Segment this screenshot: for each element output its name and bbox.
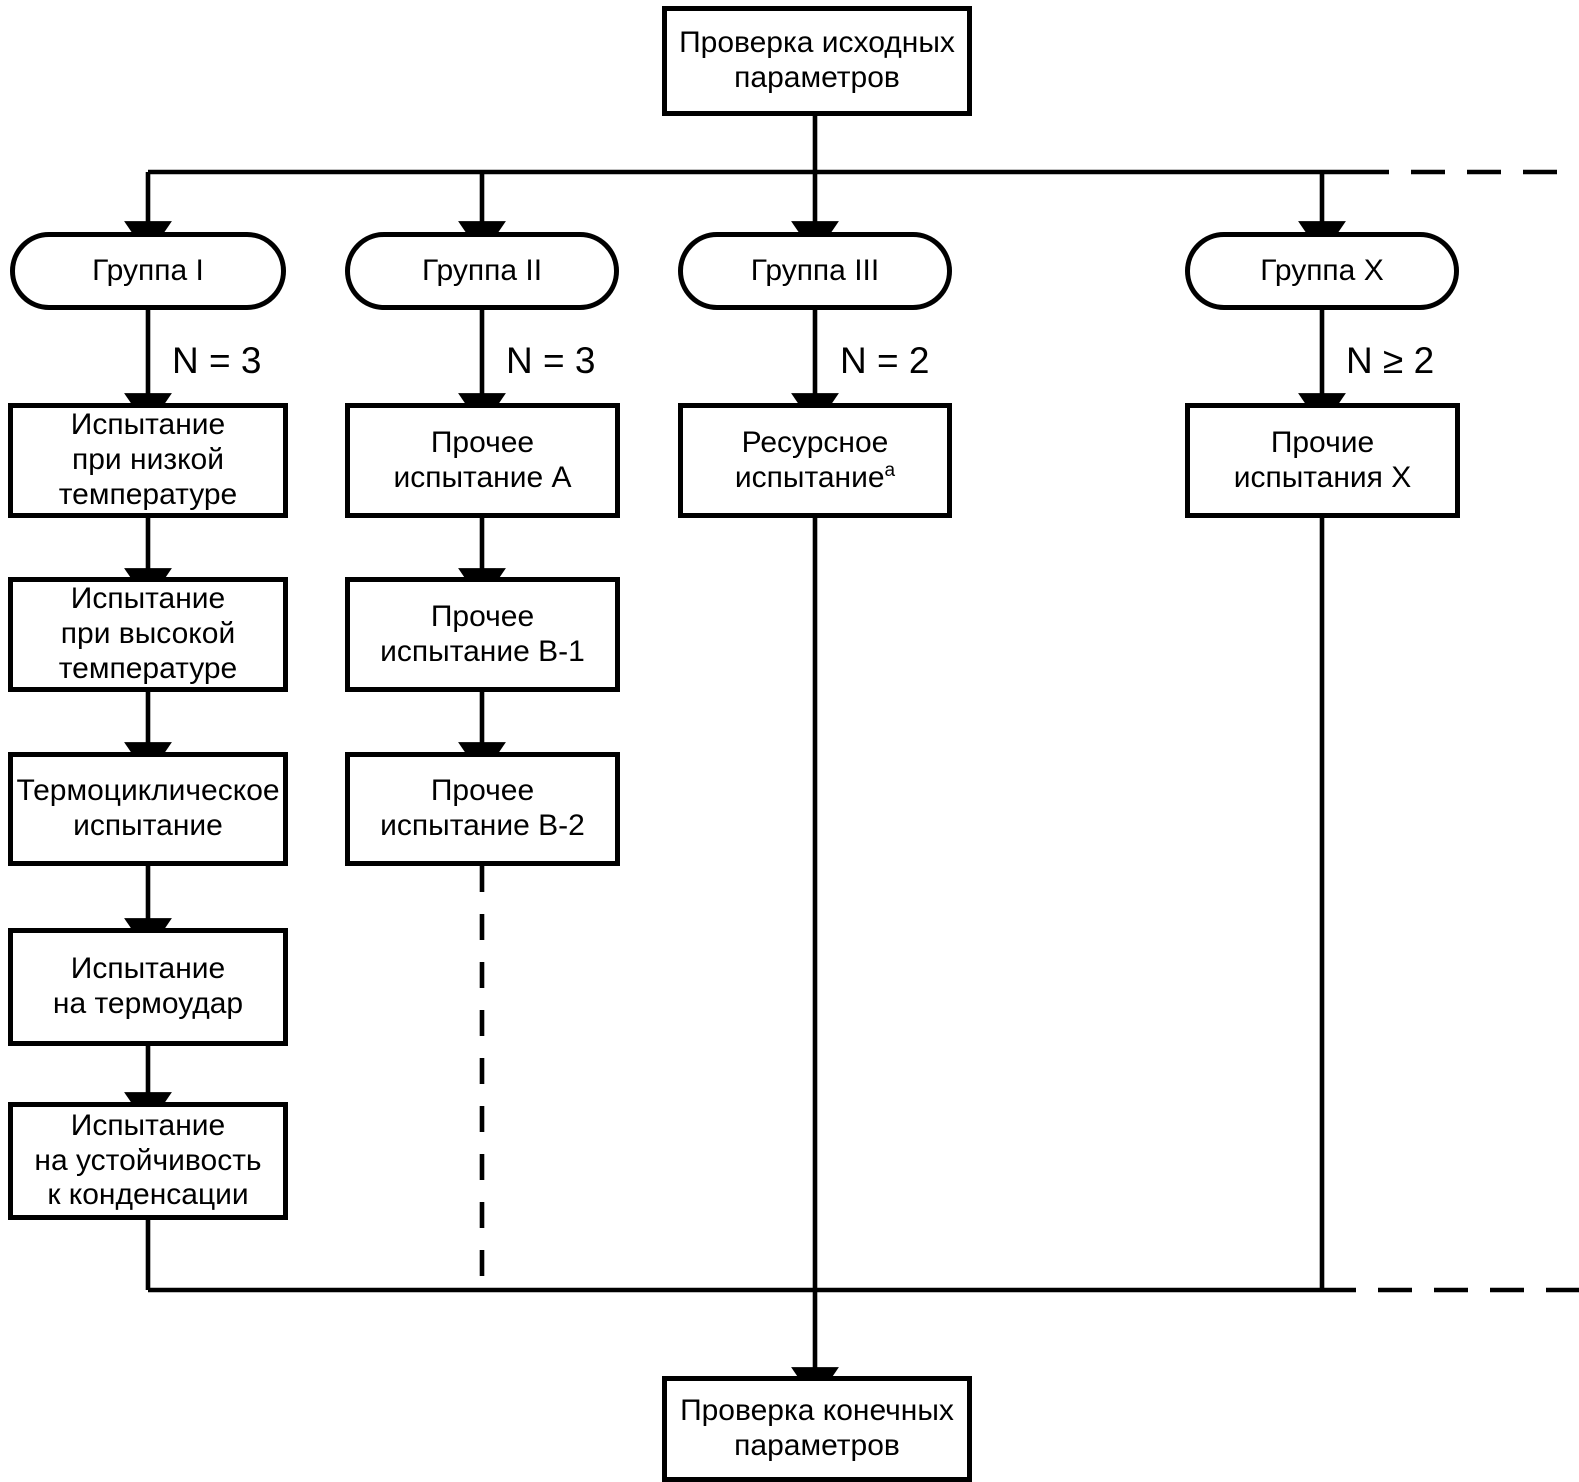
test-box-c2-1[interactable]: Прочее испытание A (345, 403, 620, 518)
test-box-c1-2[interactable]: Испытание при высокой температуре (8, 577, 288, 692)
test-box-c3-1-label: Ресурсное испытаниеa (734, 425, 896, 494)
group-node-1[interactable]: Группа I (10, 232, 286, 310)
end-box-label: Проверка конечных параметров (680, 1394, 954, 1462)
test-box-c1-4[interactable]: Испытание на термоудар (8, 928, 288, 1046)
end-box[interactable]: Проверка конечных параметров (662, 1376, 972, 1482)
edge-label-n-group-x: N ≥ 2 (1346, 340, 1435, 381)
test-box-c1-3-label: Термоциклическое испытание (16, 774, 280, 842)
test-box-c4-1[interactable]: Прочие испытания X (1185, 403, 1460, 518)
footnote-marker-a: a (884, 459, 896, 481)
test-box-c1-4-label: Испытание на термоудар (52, 952, 244, 1020)
test-box-c2-1-label: Прочее испытание A (393, 425, 572, 494)
test-box-c1-3[interactable]: Термоциклическое испытание (8, 752, 288, 866)
test-box-c2-2-label: Прочее испытание B-1 (380, 599, 585, 668)
edge-label-n-group-2: N = 3 (506, 340, 596, 381)
group-node-3-label: Группа III (750, 253, 880, 287)
test-box-c1-5-label: Испытание на устойчивость к конденсации (34, 1108, 262, 1212)
group-node-x[interactable]: Группа X (1185, 232, 1459, 310)
test-box-c1-5[interactable]: Испытание на устойчивость к конденсации (8, 1102, 288, 1220)
test-box-c1-2-label: Испытание при высокой температуре (58, 582, 238, 685)
test-box-c2-3[interactable]: Прочее испытание B-2 (345, 752, 620, 866)
test-box-c2-2[interactable]: Прочее испытание B-1 (345, 577, 620, 692)
test-box-c1-1[interactable]: Испытание при низкой температуре (8, 403, 288, 518)
group-node-x-label: Группа X (1260, 253, 1384, 287)
group-node-1-label: Группа I (92, 253, 204, 287)
test-box-c4-1-label: Прочие испытания X (1233, 425, 1412, 494)
group-node-2-label: Группа II (421, 253, 543, 287)
test-box-c2-3-label: Прочее испытание B-2 (380, 774, 585, 842)
edge-label-n-group-1: N = 3 (172, 340, 262, 381)
start-box[interactable]: Проверка исходных параметров (662, 6, 972, 116)
group-node-2[interactable]: Группа II (345, 232, 619, 310)
test-box-c1-1-label: Испытание при низкой температуре (58, 408, 238, 511)
test-box-c3-1[interactable]: Ресурсное испытаниеa (678, 403, 952, 518)
group-node-3[interactable]: Группа III (678, 232, 952, 310)
start-box-label: Проверка исходных параметров (679, 26, 955, 94)
edge-label-n-group-3: N = 2 (840, 340, 930, 381)
